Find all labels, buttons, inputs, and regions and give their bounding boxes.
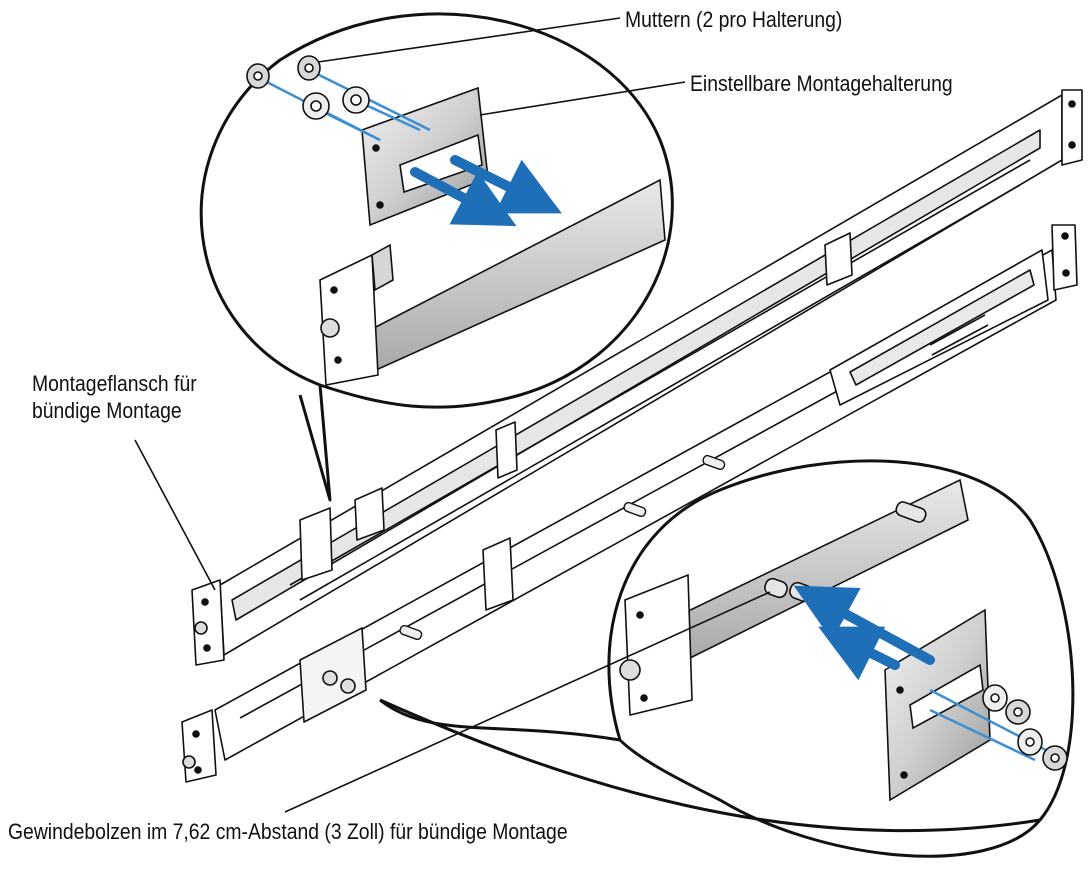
- leader-lines: [134, 17, 771, 813]
- label-threaded-studs: Gewindebolzen im 7,62 cm-Abstand (3 Zoll…: [8, 819, 568, 844]
- leader-studs: [284, 591, 771, 813]
- label-flush-flange-line1: Montageflansch für: [32, 371, 197, 396]
- slide-arrows-lower: [793, 585, 935, 681]
- leader-bracket: [479, 81, 686, 116]
- slide-arrows-upper: [410, 155, 562, 227]
- label-nuts: Muttern (2 pro Halterung): [625, 7, 843, 32]
- leader-flange: [134, 439, 216, 591]
- rail-pins: [399, 454, 726, 641]
- nuts-lower: [982, 684, 1068, 771]
- leader-nuts: [317, 17, 621, 63]
- flush-mount-flange: [191, 579, 225, 666]
- label-adjustable-bracket: Einstellbare Montagehalterung: [690, 71, 953, 96]
- upper-rail: [191, 89, 1083, 666]
- label-flush-flange-line2: bündige Montage: [32, 398, 182, 423]
- lower-detail-callout: [379, 459, 1075, 858]
- upper-detail-callout: [199, 12, 674, 502]
- label-flush-flange: Montageflansch für bündige Montage: [32, 370, 243, 424]
